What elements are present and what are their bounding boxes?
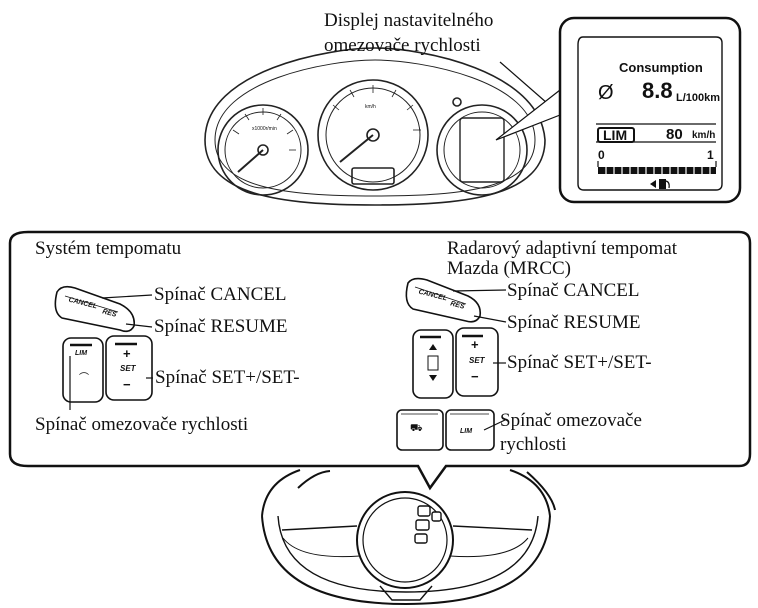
cruise-set-text: SET [120, 364, 136, 373]
display-title: Consumption [619, 60, 703, 75]
mrcc-plus-text: + [471, 337, 479, 352]
cruise-plus-text: + [123, 346, 131, 361]
mrcc-resume-label: Spínač RESUME [507, 312, 641, 333]
display-callout-line1: Displej nastavitelného [324, 10, 494, 31]
wheel-switches [414, 505, 442, 544]
lim-badge: LIM [603, 127, 628, 143]
speed-unit: km/h [692, 130, 716, 141]
cruise-cancel-label: Spínač CANCEL [154, 284, 287, 305]
mrcc-limiter-line1: Spínač omezovače [500, 410, 642, 431]
avg-symbol: Ø [598, 82, 614, 104]
scale-max: 1 [707, 148, 714, 162]
mrcc-set-text: SET [469, 356, 485, 365]
mrcc-switch-cluster [396, 277, 499, 451]
cruise-lim-text: LIM [75, 350, 88, 357]
mrcc-limiter-line2: rychlosti [500, 434, 567, 455]
mrcc-set-label: Spínač SET+/SET- [507, 352, 652, 373]
cruise-title: Systém tempomatu [35, 238, 182, 259]
cruise-switch-cluster [54, 285, 153, 403]
mrcc-title-line1: Radarový adaptivní tempomat [447, 238, 678, 259]
tacho-unit: x1000r/min [252, 126, 277, 132]
display-callout-line2: omezovače rychlosti [324, 35, 481, 56]
cruise-set-label: Spínač SET+/SET- [155, 367, 300, 388]
consumption-unit: L/100km [676, 92, 721, 104]
lim-badge-box [597, 127, 635, 143]
cruise-leaders [69, 294, 153, 410]
display-callout-panel [558, 16, 742, 204]
cruise-minus-text: − [123, 377, 131, 392]
tachometer-gauge [217, 104, 309, 196]
odometer-window [351, 167, 395, 185]
mrcc-minus-text: − [471, 369, 479, 384]
cruise-limiter-label: Spínač omezovače rychlosti [35, 414, 249, 435]
mrcc-cancel-label: Spínač CANCEL [507, 280, 640, 301]
speedometer-gauge [317, 79, 429, 191]
consumption-value: 8.8 [642, 78, 673, 103]
multi-info-display-gauge [436, 104, 528, 196]
scale-min: 0 [598, 148, 605, 162]
instrument-cluster [204, 47, 546, 206]
mrcc-title-line2: Mazda (MRCC) [447, 258, 572, 279]
fuel-pump-icon [650, 179, 670, 189]
speedo-unit: km/h [365, 104, 376, 110]
cruise-resume-label: Spínač RESUME [154, 316, 288, 337]
mrcc-lim-text: LIM [460, 428, 473, 435]
speed-limiter-icon: ⌒ [79, 373, 89, 384]
speed-value: 80 [666, 126, 683, 143]
steering-wheel [261, 469, 556, 606]
mrcc-leaders [452, 289, 507, 431]
mrcc-distance-icon: ⛟ [410, 423, 423, 434]
switch-section-frame [8, 230, 752, 491]
